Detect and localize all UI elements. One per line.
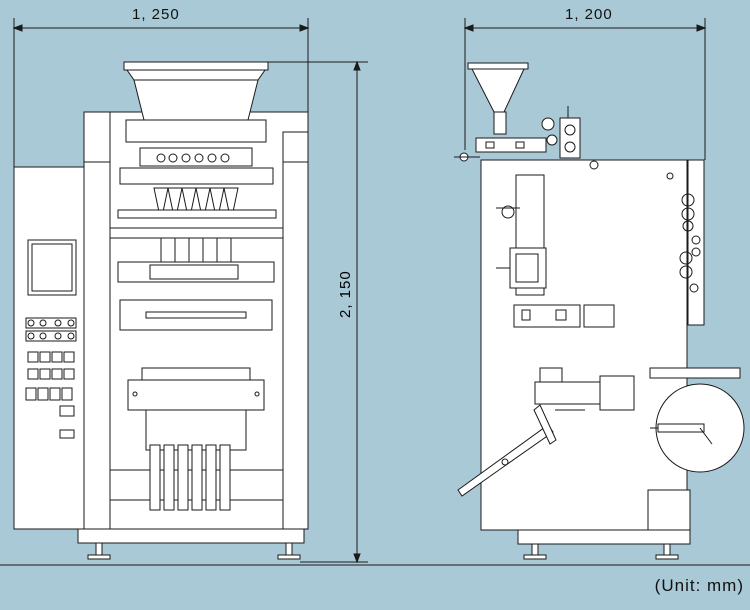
- output-chutes: [145, 409, 247, 511]
- film-rollers: [589, 160, 701, 293]
- front-width-dimension-line: [12, 18, 310, 170]
- front-feet: [87, 542, 301, 560]
- side-width-dimension-line: [463, 18, 707, 160]
- side-view-machine: [454, 62, 745, 560]
- film-roll: [649, 367, 745, 473]
- height-dimension-line: [268, 60, 368, 564]
- control-buttons: [25, 317, 77, 439]
- side-feet: [523, 543, 679, 560]
- front-view-machine: [13, 61, 309, 560]
- dosing-cups: [156, 153, 230, 163]
- forming-tubes: [160, 238, 232, 262]
- unit-label: (Unit: mm): [654, 576, 744, 595]
- front-width-label: 1, 250: [132, 6, 180, 23]
- height-label: 2, 150: [337, 270, 354, 318]
- side-width-label: 1, 200: [565, 6, 613, 23]
